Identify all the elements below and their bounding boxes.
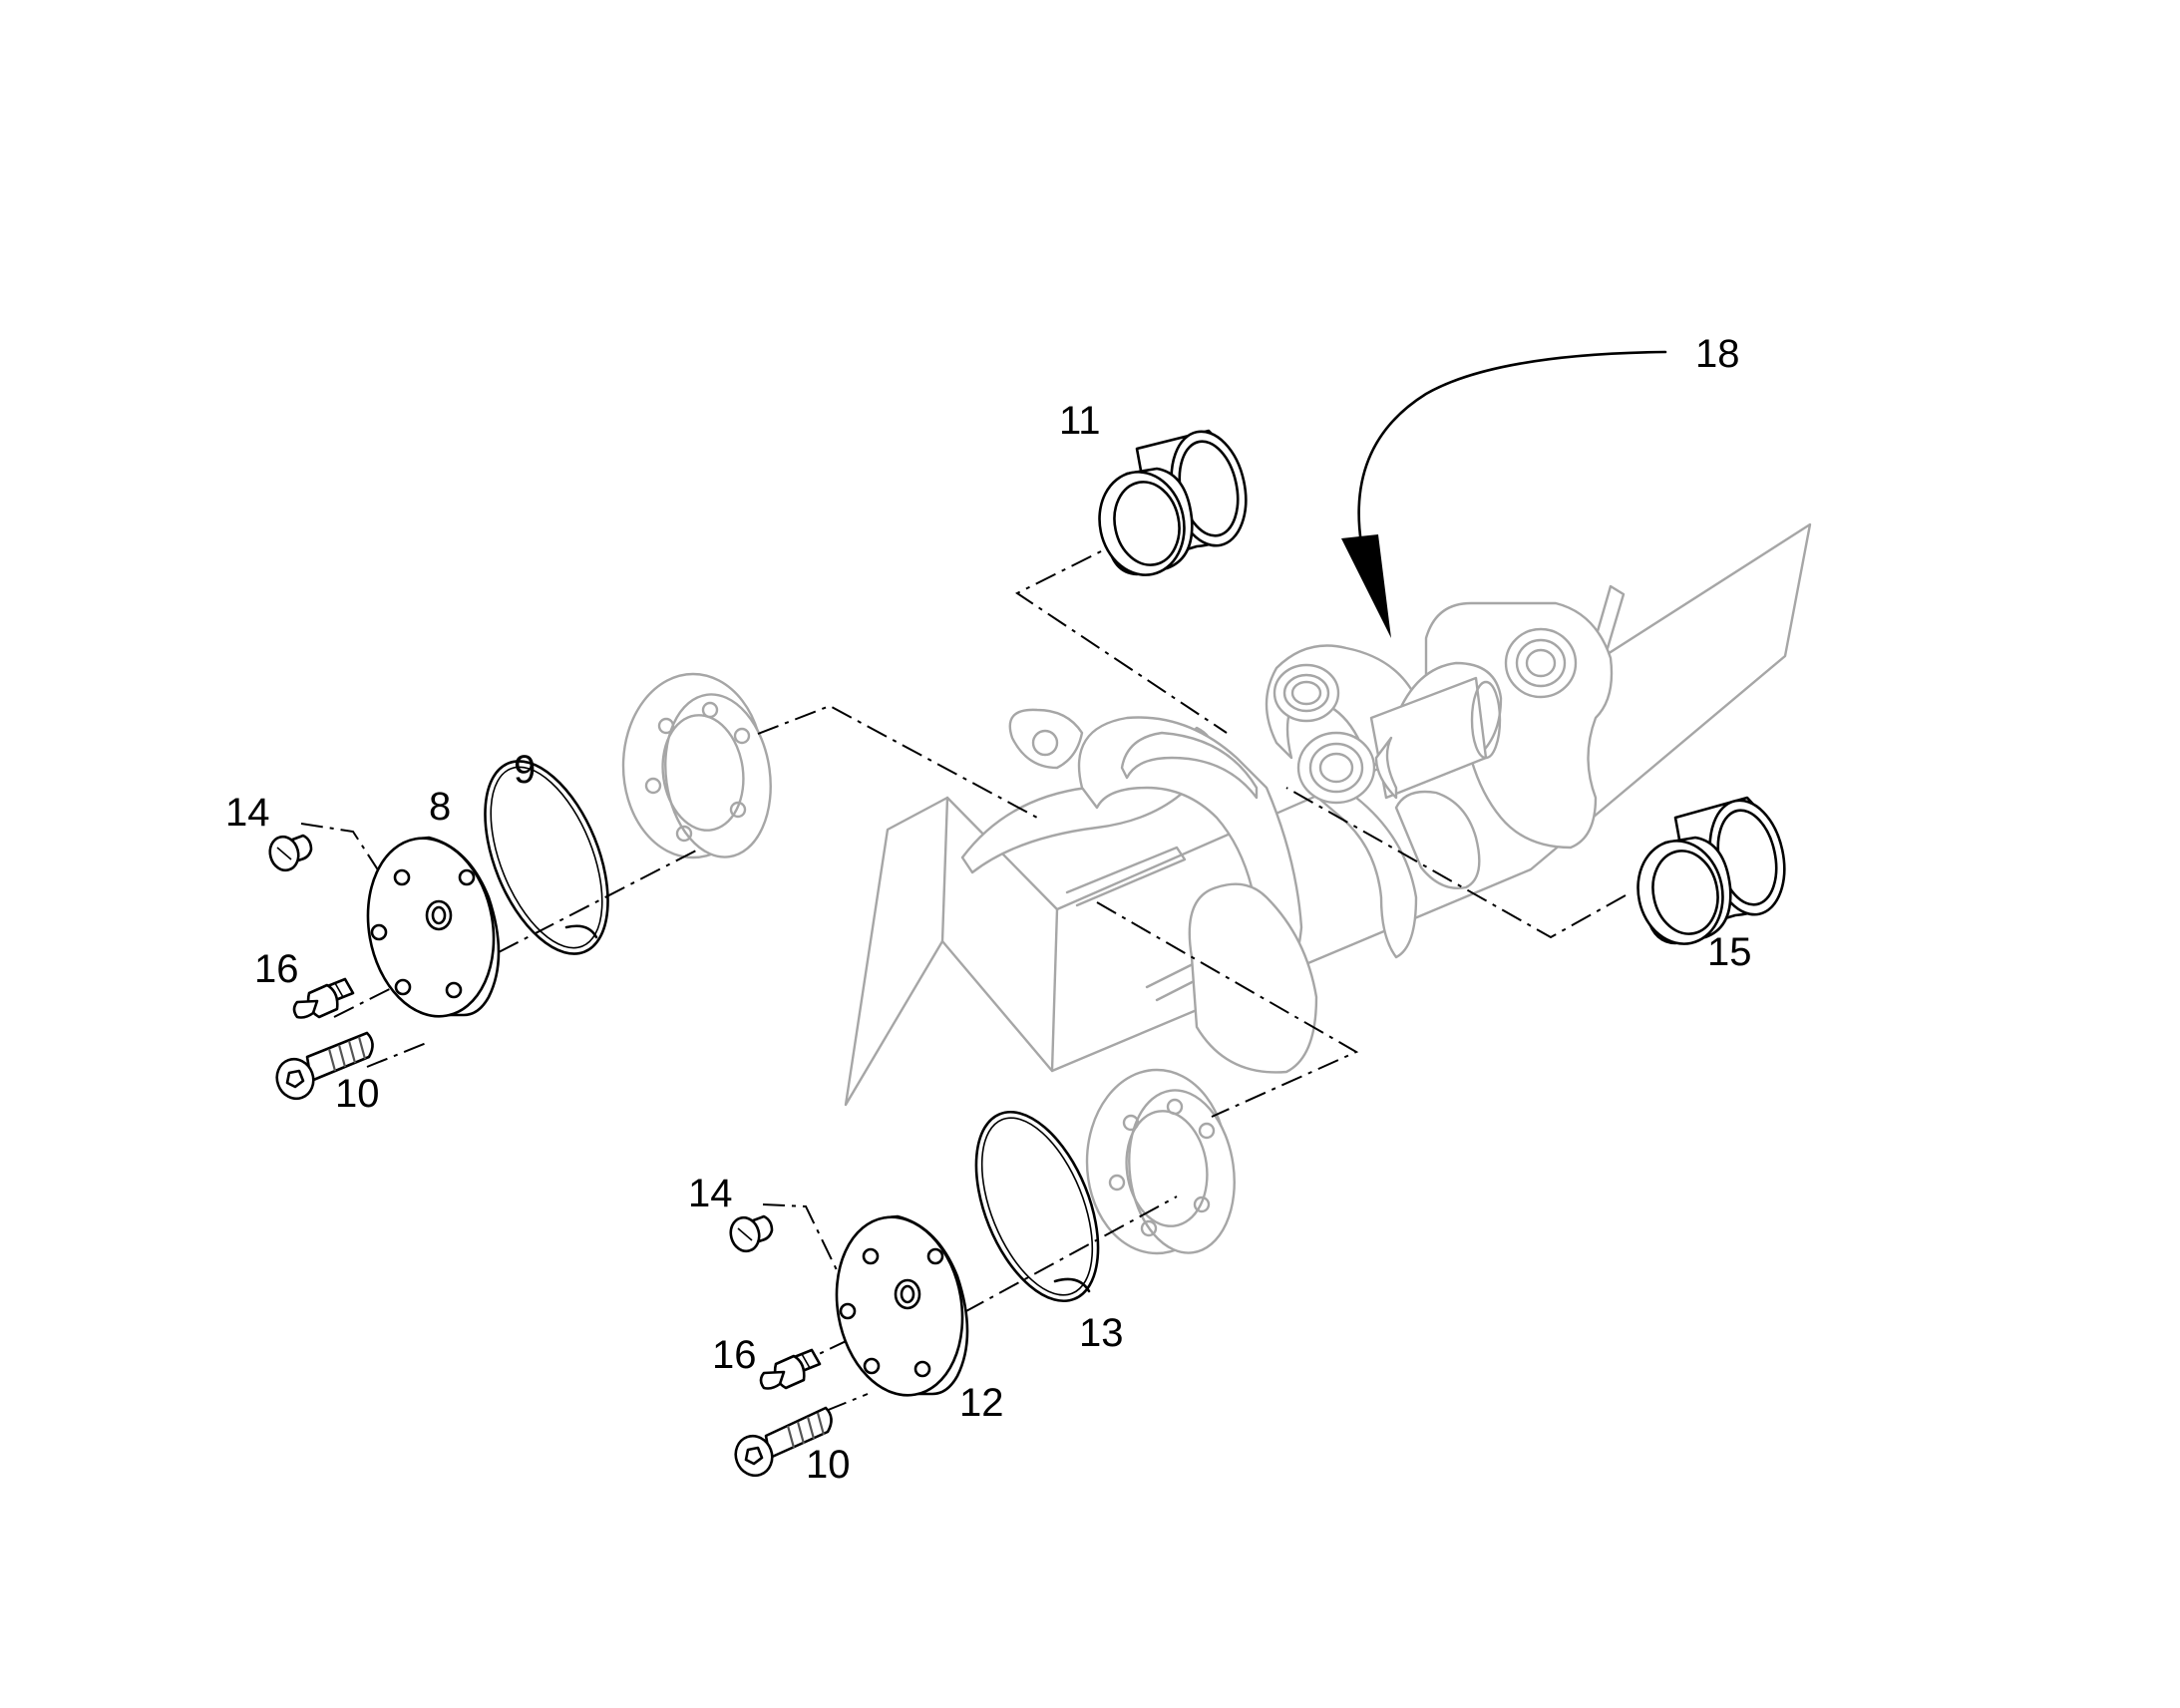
end-cap-part-8	[366, 836, 501, 1018]
label-part-11: 11	[1059, 399, 1101, 443]
label-part-8: 8	[429, 785, 451, 829]
label-part-13: 13	[1079, 1311, 1124, 1355]
cap-screw-part-10-lower	[734, 1406, 833, 1478]
label-part-14-upper: 14	[225, 791, 270, 835]
label-part-16-lower: 16	[712, 1333, 757, 1377]
screw-part-14-lower	[729, 1214, 774, 1253]
leader-lines	[300, 537, 1627, 1412]
snap-ring-part-9	[484, 760, 609, 955]
bushing-part-11	[1098, 429, 1248, 576]
upper-flange-ring	[621, 672, 772, 859]
assembly-callout-arrow	[1341, 350, 1667, 638]
part-labels: 18 11 9 8 14 16 10 15 14 13 16 12 10	[225, 332, 1752, 1487]
label-part-14-lower: 14	[688, 1172, 733, 1215]
label-part-10-upper: 10	[335, 1072, 380, 1116]
label-part-15: 15	[1707, 930, 1752, 974]
label-part-9: 9	[514, 748, 536, 792]
bushing-part-15	[1636, 796, 1786, 945]
label-part-10-lower: 10	[806, 1443, 851, 1487]
main-assembly	[621, 522, 1812, 1255]
label-part-16-upper: 16	[254, 947, 299, 991]
snap-ring-part-13	[974, 1110, 1100, 1303]
cap-screw-part-10-upper	[275, 1031, 374, 1101]
screw-part-14-upper	[268, 834, 313, 872]
lower-flange-ring	[1085, 1068, 1236, 1255]
label-part-18: 18	[1695, 332, 1740, 376]
grease-nipple-part-16-upper	[292, 977, 355, 1019]
end-cap-part-12	[835, 1214, 969, 1397]
grease-nipple-part-16-lower	[759, 1348, 822, 1390]
label-part-12: 12	[959, 1381, 1004, 1425]
